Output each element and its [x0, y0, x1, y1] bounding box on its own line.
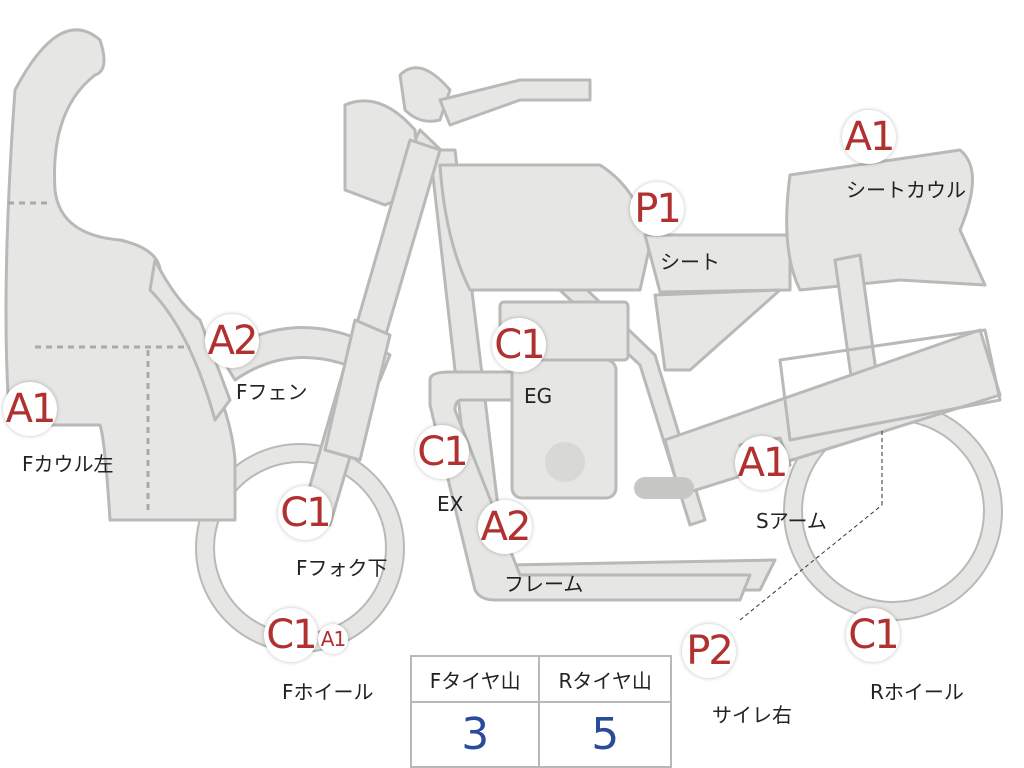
ffork-lower-label: Fフォク下 — [296, 556, 388, 580]
engine-label: EG — [524, 384, 553, 408]
fwheel-grade-badge: C1 — [264, 608, 318, 662]
exhaust-label: EX — [437, 492, 464, 516]
swingarm-label: Sアーム — [756, 509, 827, 533]
fcowl-left-grade-badge: A1 — [3, 382, 57, 436]
swingarm-grade-badge: A1 — [735, 436, 789, 490]
fwheel-label: Fホイール — [282, 680, 374, 704]
rwheel-grade-badge: C1 — [846, 608, 900, 662]
muffler-right-label: サイレ右 — [712, 703, 792, 727]
front-tire-tread-value: 3 — [409, 701, 541, 768]
seat-label: シート — [660, 250, 720, 274]
exhaust-grade-badge: C1 — [415, 425, 469, 479]
frame-grade-badge: A2 — [478, 500, 532, 554]
engine-grade-badge: C1 — [492, 318, 546, 372]
tire-tread-table: Fタイヤ山 Rタイヤ山 3 5 — [409, 655, 672, 768]
frame-label: フレーム — [504, 572, 584, 596]
ffender-label: Fフェン — [236, 380, 308, 404]
seat-cowl-grade-badge: A1 — [842, 110, 896, 164]
fwheel-secondary-grade-badge: A1 — [318, 624, 348, 654]
seat-cowl-label: シートカウル — [846, 178, 966, 202]
muffler-right-grade-badge: P2 — [682, 624, 736, 678]
seat-grade-badge: P1 — [630, 182, 684, 236]
rear-tire-tread-header: Rタイヤ山 — [538, 655, 672, 703]
rear-tire-tread-value: 5 — [538, 701, 672, 768]
ffender-grade-badge: A2 — [205, 314, 259, 368]
fcowl-left-label: Fカウル左 — [22, 452, 114, 476]
front-tire-tread-header: Fタイヤ山 — [409, 655, 541, 703]
rwheel-label: Rホイール — [870, 680, 964, 704]
ffork-lower-grade-badge: C1 — [278, 486, 332, 540]
